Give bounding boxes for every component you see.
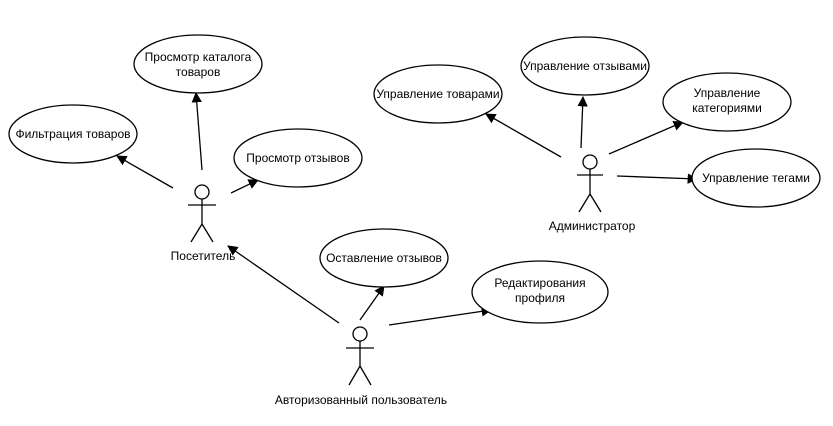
actor-label-auth-user: Авторизованный пользователь [275, 393, 447, 407]
svg-text:профиля: профиля [515, 291, 565, 305]
usecase-view-reviews: Просмотр отзывов [233, 128, 363, 188]
svg-text:Управление: Управление [694, 86, 761, 100]
svg-text:Оставление отзывов: Оставление отзывов [326, 251, 442, 265]
svg-text:товаров: товаров [176, 65, 221, 79]
assoc-visitor-filter-products [116, 155, 174, 189]
svg-text:Управление товарами: Управление товарами [376, 87, 499, 101]
svg-text:Редактирования: Редактирования [494, 276, 585, 290]
actor-admin: Администратор [549, 154, 636, 233]
actor-auth-user: Авторизованный пользователь [275, 326, 447, 407]
assoc-admin-manage-products [485, 113, 562, 158]
svg-text:Фильтрация товаров: Фильтрация товаров [15, 127, 130, 141]
usecase-leave-reviews: Оставление отзывов [319, 228, 449, 288]
actor-visitor: Посетитель [171, 184, 236, 263]
stick-figure-icon [188, 184, 216, 243]
assoc-visitor-view-reviews [230, 179, 259, 194]
associations [116, 91, 699, 326]
assoc-authuser-edit-profile [388, 306, 493, 326]
actor-label-admin: Администратор [549, 219, 636, 233]
assoc-visitor-view-catalog [191, 91, 203, 171]
assoc-admin-manage-categories [608, 120, 684, 155]
svg-text:Управление отзывами: Управление отзывами [523, 59, 647, 73]
svg-text:категориями: категориями [692, 101, 762, 115]
usecase-manage-tags: Управление тегами [691, 148, 821, 208]
usecase-edit-profile: Редактирования профиля [471, 260, 609, 324]
svg-text:Просмотр отзывов: Просмотр отзывов [246, 151, 349, 165]
assoc-admin-manage-reviews [577, 95, 588, 149]
svg-text:Управление тегами: Управление тегами [702, 171, 810, 185]
usecase-view-catalog: Просмотр каталога товаров [133, 34, 263, 94]
assoc-authuser-visitor [227, 245, 340, 324]
actor-label-visitor: Посетитель [171, 249, 236, 263]
usecase-manage-products: Управление товарами [373, 64, 503, 124]
usecase-manage-reviews: Управление отзывами [520, 36, 650, 96]
assoc-admin-manage-tags [616, 173, 699, 184]
svg-text:Просмотр каталога: Просмотр каталога [145, 50, 252, 64]
stick-figure-icon [577, 154, 603, 213]
assoc-authuser-leave-reviews [359, 285, 385, 321]
usecase-filter-products: Фильтрация товаров [8, 104, 138, 164]
usecase-manage-categories: Управление категориями [662, 72, 792, 132]
stick-figure-icon [346, 326, 374, 386]
